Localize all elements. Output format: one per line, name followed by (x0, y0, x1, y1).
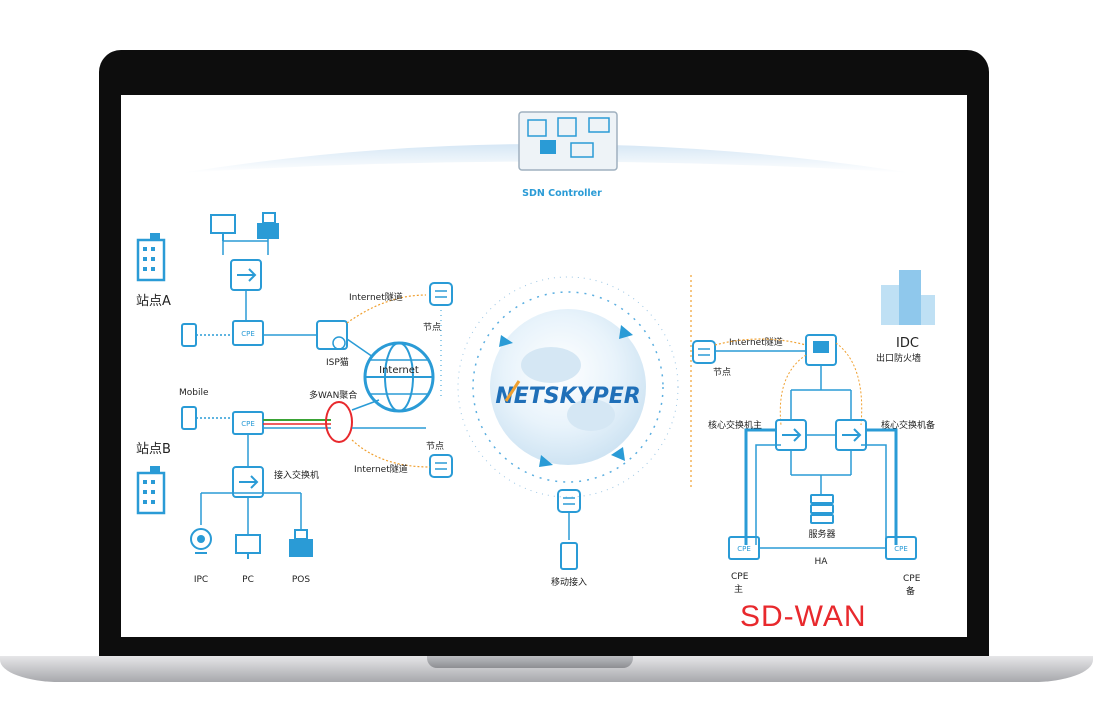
node-label-top: 节点 (423, 322, 441, 333)
mobile-access-phone-icon (560, 542, 578, 570)
mobile-label: Mobile (179, 388, 209, 398)
tunnel-label-bottom: Internet隧道 (354, 463, 408, 475)
cpe-main-label: CPE (731, 572, 749, 582)
tunnel-label-top: Internet隧道 (349, 291, 403, 303)
sdn-controller-icon (518, 111, 618, 171)
idc-label: IDC (896, 336, 919, 351)
server-icon (810, 494, 834, 524)
cpe-backup-role: 备 (906, 585, 915, 597)
building-icon-b (136, 466, 166, 515)
mobile-phone-icon (181, 406, 197, 430)
brand-logo: NETSKYPER (495, 384, 640, 409)
mobile-access-label: 移动接入 (551, 576, 587, 588)
cpe-main-device-label: CPE (737, 545, 751, 553)
idc-building-icon (881, 270, 935, 325)
sd-wan-title: SD-WAN (740, 600, 867, 633)
site-a-label: 站点A (136, 294, 171, 309)
ipc-label: IPC (194, 575, 208, 585)
multi-wan-ellipse (325, 401, 353, 443)
controller-label: SDN Controller (522, 188, 602, 199)
isp-modem-icon (316, 320, 348, 350)
phone-icon (181, 323, 197, 347)
access-switch-label: 接入交换机 (274, 469, 319, 481)
diagram-screen: SDN Controller NETSKYPER (121, 95, 967, 637)
idc-node-label: 节点 (713, 367, 731, 378)
ha-label: HA (815, 557, 829, 567)
camera-icon (190, 528, 212, 554)
node-db-icon-top (429, 282, 453, 306)
multi-wan-label: 多WAN聚合 (309, 389, 357, 401)
cpe-backup-label: CPE (903, 574, 921, 584)
isp-modem-label: ISP猫 (326, 356, 349, 368)
firewall-label: 出口防火墙 (876, 352, 921, 364)
pos-icon (289, 529, 313, 557)
internet-globe-icon (363, 341, 435, 413)
network-diagram: SDN Controller NETSKYPER (136, 111, 935, 597)
site-b-label: 站点B (136, 442, 171, 457)
firewall-icon (805, 334, 837, 366)
pos-terminal-icon (257, 212, 279, 239)
globe (457, 276, 679, 498)
cpe-main-role: 主 (734, 583, 743, 595)
core-switch-backup-label: 核心交换机备 (881, 419, 935, 431)
pos-label: POS (292, 575, 311, 585)
cpe-device-a (232, 320, 264, 346)
pc-label: PC (242, 575, 254, 585)
brand-swoosh (504, 380, 521, 402)
internet-label: Internet (379, 365, 419, 376)
pc-monitor-icon (235, 534, 261, 554)
mobile-access-db-icon (557, 489, 581, 513)
cpe-a-label: CPE (241, 330, 255, 338)
idc-tunnel-label: Internet隧道 (729, 336, 783, 348)
node-db-icon-bottom (429, 454, 453, 478)
cpe-b-label: CPE (241, 420, 255, 428)
building-icon (136, 233, 166, 282)
laptop-notch (427, 656, 633, 668)
node-label-bottom: 节点 (426, 441, 444, 452)
switch-icon (230, 259, 262, 291)
core-switch-main-label: 核心交换机主 (708, 419, 762, 431)
idc-node-db-icon (692, 340, 716, 364)
monitor-icon (210, 214, 236, 234)
server-label: 服务器 (808, 528, 835, 540)
cpe-backup-device-label: CPE (894, 545, 908, 553)
